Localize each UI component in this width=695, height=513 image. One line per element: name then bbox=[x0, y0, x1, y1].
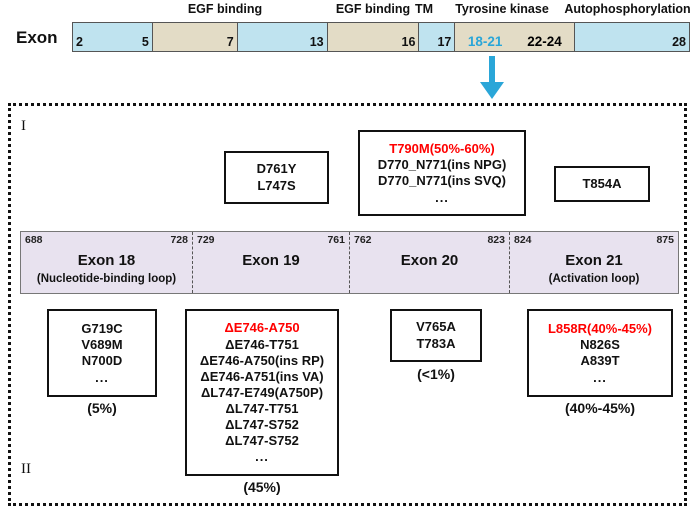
band-exon-sublabel: (Activation loop) bbox=[548, 273, 640, 285]
mutation-text: A839T bbox=[580, 353, 620, 369]
band-exon-name: Exon 21 bbox=[565, 252, 623, 269]
segment-end-number: 13 bbox=[309, 35, 324, 49]
band-exon-name: Exon 20 bbox=[400, 252, 459, 269]
mutation-text: ... bbox=[95, 369, 109, 385]
domain-label-4: Autophosphorylation bbox=[564, 2, 691, 16]
segment-end-number: 17 bbox=[437, 35, 452, 49]
segment-center-label: 18-21 bbox=[467, 34, 503, 49]
domain-label-3: Tyrosine kinase bbox=[455, 2, 549, 16]
band-start-codon: 762 bbox=[354, 234, 372, 246]
segment-end-number: 5 bbox=[141, 35, 149, 49]
mutation-text: N700D bbox=[81, 353, 123, 369]
domain-label-1: EGF binding bbox=[335, 2, 411, 16]
exon-segment-5[interactable]: 18-21 22-24 bbox=[455, 23, 576, 51]
mutation-text: ΔE746-T751 bbox=[225, 336, 299, 352]
domain-label-2: TM bbox=[414, 2, 434, 16]
mutation-text: ΔE746-A751(ins VA) bbox=[200, 368, 324, 384]
frequency-label: (5%) bbox=[87, 400, 117, 416]
band-start-codon: 824 bbox=[514, 234, 532, 246]
segment-end-number: 7 bbox=[226, 35, 234, 49]
band-end-codon: 761 bbox=[327, 234, 345, 246]
mutation-text: D761Y bbox=[256, 161, 297, 177]
frequency-label: (45%) bbox=[243, 479, 281, 495]
mutation-text: T790M(50%-60%) bbox=[389, 141, 495, 157]
band-exon-name: Exon 19 bbox=[242, 252, 300, 269]
frequency-label: (40%-45%) bbox=[564, 400, 636, 416]
mutation-text: ... bbox=[435, 189, 449, 205]
mutation-text: ΔE746-A750(ins RP) bbox=[199, 352, 325, 368]
domain-label-0: EGF binding bbox=[187, 2, 263, 16]
band-end-codon: 728 bbox=[170, 234, 188, 246]
exon-segment-6[interactable]: 28 bbox=[575, 23, 689, 51]
frequency-label: (<1%) bbox=[417, 366, 455, 382]
mutation-text: ΔL747-S752 bbox=[225, 417, 299, 433]
mutation-box-t854a[interactable]: T854A bbox=[554, 166, 650, 202]
exon-segment-3[interactable]: 16 bbox=[327, 23, 420, 51]
mutation-text: ΔL747-E749(A750P) bbox=[200, 384, 324, 400]
mutation-text: ΔL747-S752 bbox=[225, 433, 299, 449]
mutation-text: V765A bbox=[416, 319, 456, 335]
band-end-codon: 875 bbox=[656, 234, 674, 246]
mutation-text: L747S bbox=[257, 177, 296, 193]
segment-center-label-2: 22-24 bbox=[527, 34, 562, 49]
band-exon-name: Exon 18 bbox=[77, 252, 136, 269]
segment-end-number: 28 bbox=[672, 35, 686, 49]
mutation-text: G719C bbox=[81, 321, 123, 337]
mutation-box-t790m[interactable]: T790M(50%-60%)D770_N771(ins NPG)D770_N77… bbox=[358, 130, 526, 216]
mutation-text: ... bbox=[593, 369, 607, 385]
mutation-text: ... bbox=[255, 449, 269, 465]
mutation-text: L858R(40%-45%) bbox=[547, 321, 653, 337]
mutation-text: D770_N771(ins SVQ) bbox=[378, 173, 506, 189]
band-end-codon: 823 bbox=[487, 234, 505, 246]
mutation-text: V689M bbox=[81, 337, 123, 353]
mutation-text: N826S bbox=[580, 337, 620, 353]
down-arrow-icon bbox=[472, 56, 512, 100]
exon-row-label: Exon bbox=[16, 28, 58, 47]
mutation-text: D770_N771(ins NPG) bbox=[377, 157, 507, 173]
mutation-text: T783A bbox=[416, 335, 456, 351]
mutation-text: T854A bbox=[582, 175, 622, 191]
exon-segment-4[interactable]: 17 bbox=[419, 23, 456, 51]
mutation-text: ΔL747-T751 bbox=[225, 400, 299, 416]
band-start-codon: 688 bbox=[25, 234, 43, 246]
segment-start-number: 2 bbox=[76, 35, 83, 49]
segment-end-number: 16 bbox=[401, 35, 416, 49]
mutation-text: ΔE746-A750 bbox=[224, 320, 300, 336]
band-start-codon: 729 bbox=[197, 234, 215, 246]
band-exon-sublabel: (Nucleotide-binding loop) bbox=[36, 273, 177, 285]
section-label-two: II bbox=[21, 461, 31, 477]
exon-segment-1[interactable]: 7 bbox=[152, 23, 238, 51]
section-label-one: I bbox=[21, 118, 26, 134]
exon-segment-2[interactable]: 13 bbox=[237, 23, 328, 51]
